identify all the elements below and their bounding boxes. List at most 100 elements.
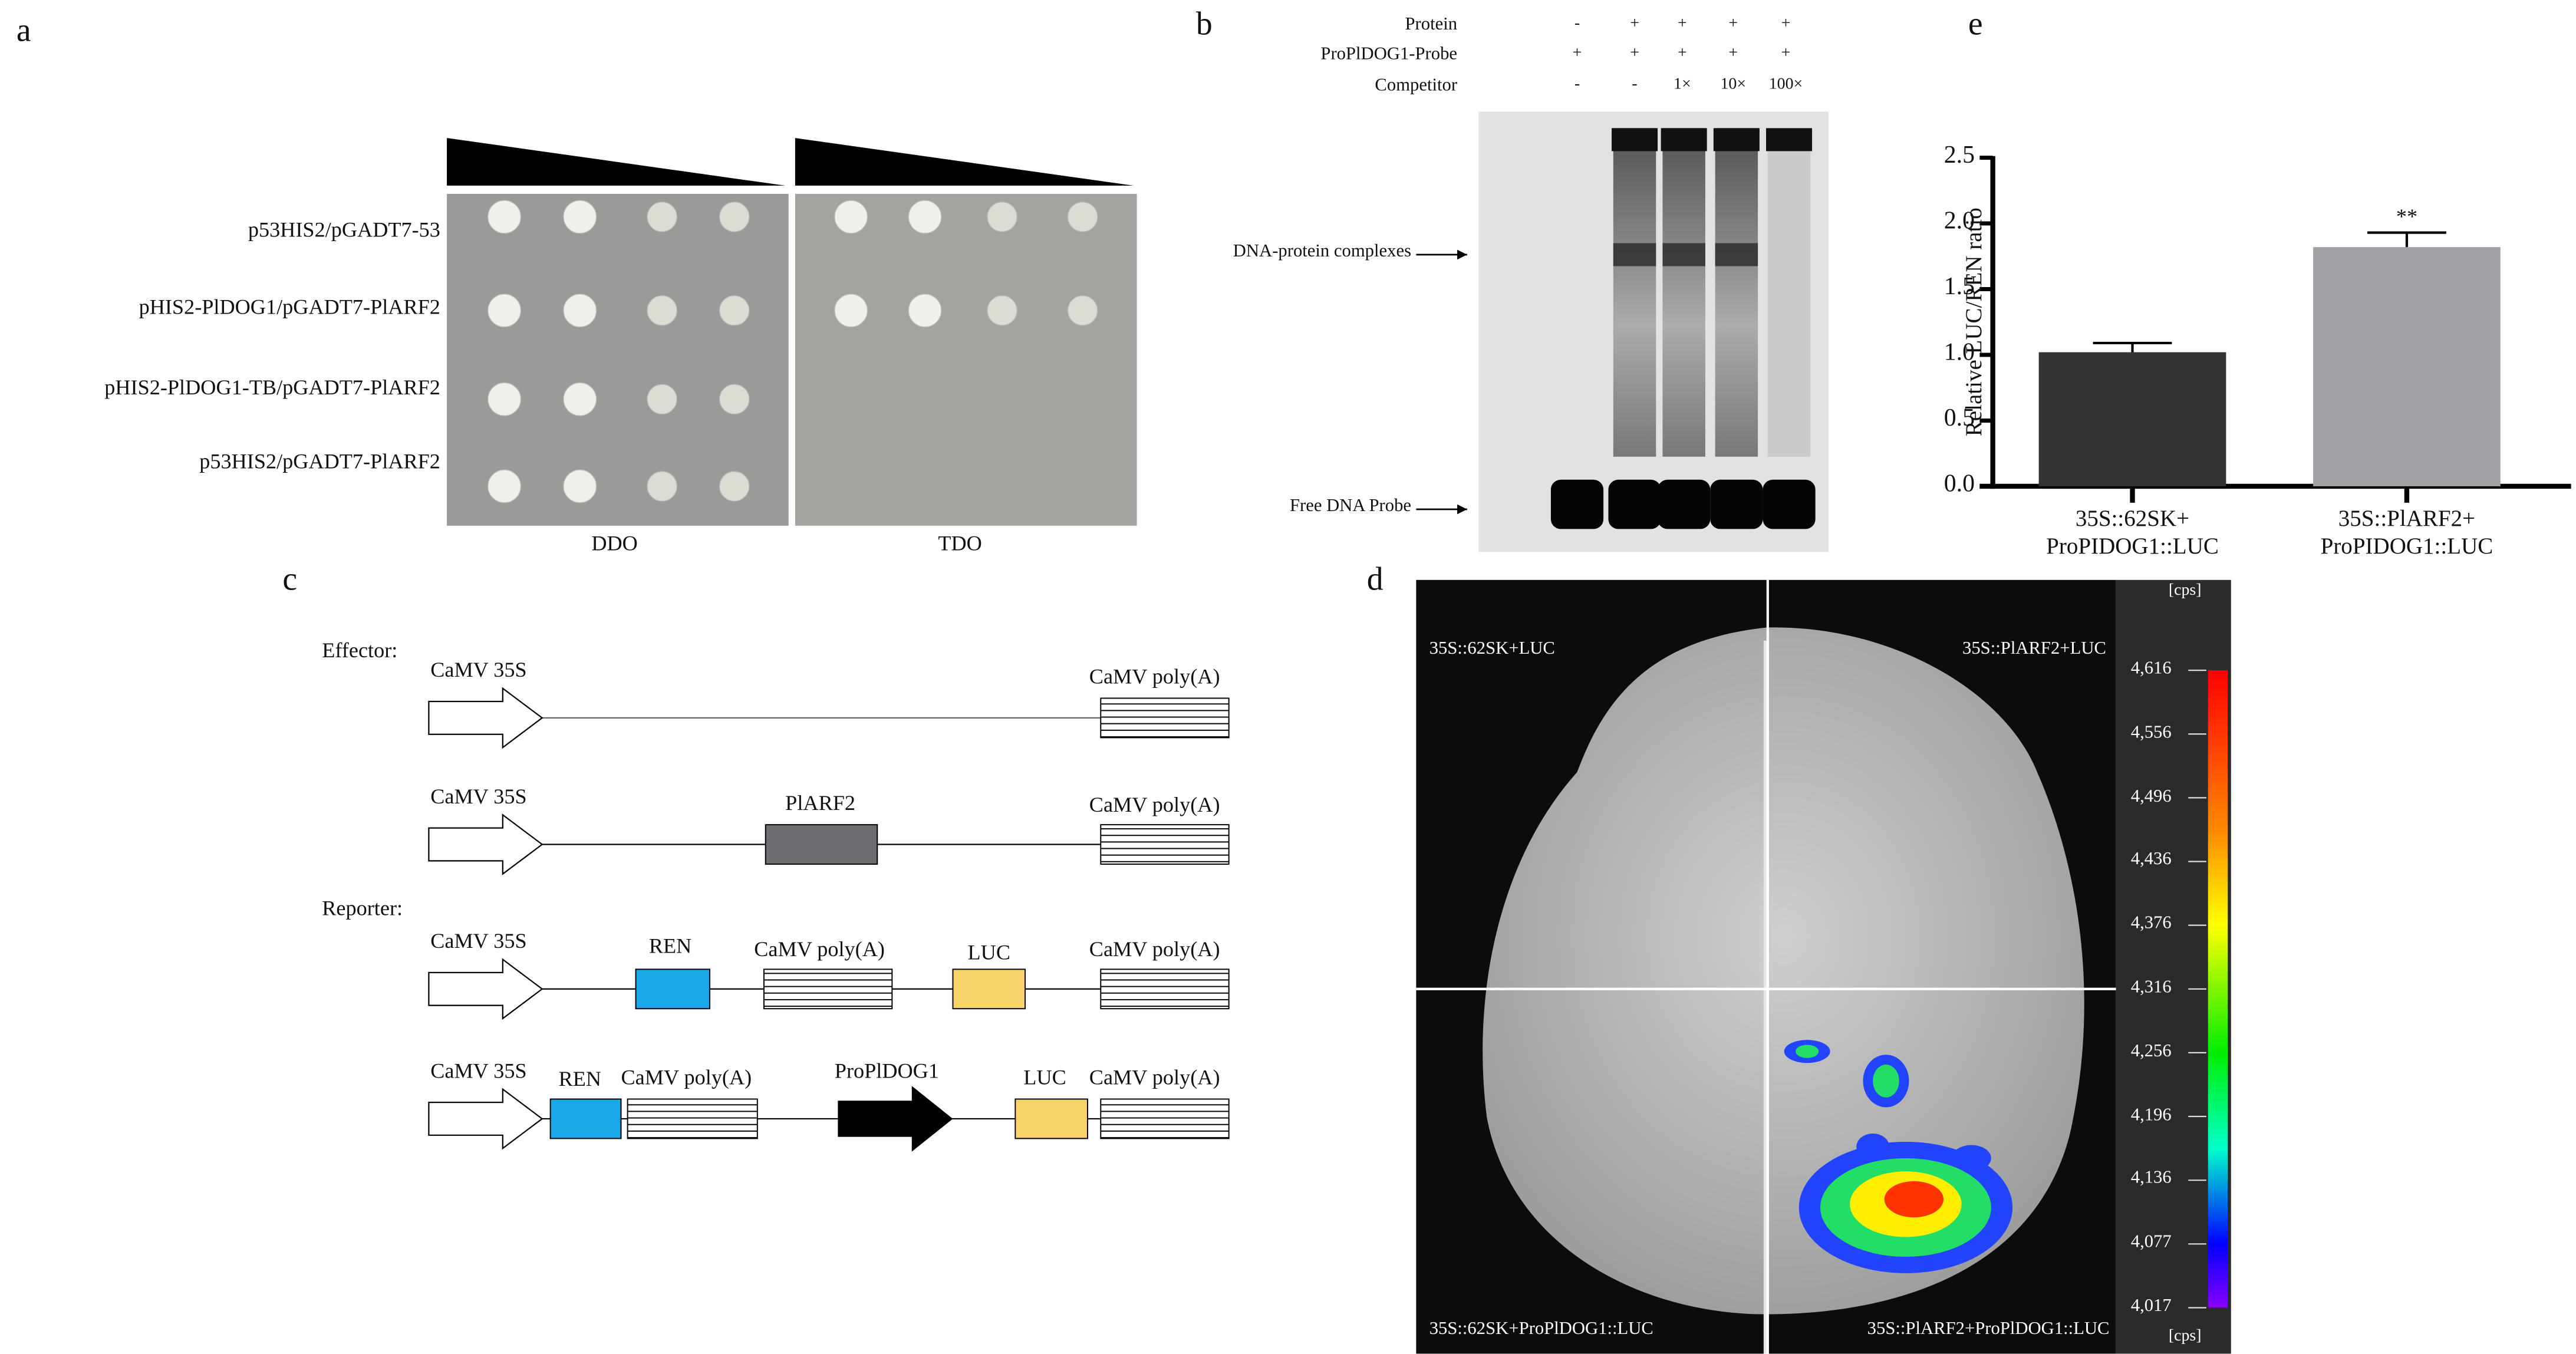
ren-box <box>549 1098 622 1139</box>
effector-label: Effector: <box>322 637 398 663</box>
panel-label-d: d <box>1366 562 1383 598</box>
polya-label: CaMV poly(A) <box>1089 792 1220 817</box>
dilution-triangle-ddo <box>447 138 786 186</box>
lane-marker: + <box>1728 15 1738 33</box>
plarf2-box <box>765 824 878 865</box>
promoter-arrow <box>428 1088 543 1150</box>
colorbar-tick-label: 4,436 <box>2130 849 2172 870</box>
free-probe-band <box>1763 479 1816 529</box>
lane-marker: + <box>1781 15 1791 33</box>
colorbar-tick-label: 4,616 <box>2130 658 2172 679</box>
bar <box>2038 352 2226 486</box>
label-free-probe: Free DNA Probe <box>1289 496 1412 516</box>
well-band <box>1766 128 1813 151</box>
y-tick-label: 1.0 <box>1943 340 1975 367</box>
unit-top: [cps] <box>2168 581 2202 600</box>
lane-marker: + <box>1630 44 1639 62</box>
promoter-label: CaMV 35S <box>430 657 527 682</box>
colorbar-tick-label: 4,017 <box>2130 1296 2172 1316</box>
row-label: pHIS2-PlDOG1/pGADT7-PlARF2 <box>139 294 440 319</box>
yeast-spot <box>647 471 677 502</box>
complex-band <box>1613 243 1656 266</box>
lane-marker: 100× <box>1768 75 1803 94</box>
complex-band <box>1662 243 1705 266</box>
quadrant-label: 35S::62SK+ProPlDOG1::LUC <box>1429 1319 1653 1339</box>
free-probe-band <box>1710 479 1763 529</box>
promoter-arrow <box>428 958 543 1020</box>
free-probe-band <box>1550 479 1604 529</box>
polya-label: CaMV poly(A) <box>1089 1064 1220 1089</box>
yeast-spot <box>987 295 1017 326</box>
plate-tdo <box>795 193 1137 526</box>
y-tick-label: 2.5 <box>1943 143 1975 170</box>
leaf <box>1483 627 2084 1315</box>
polya-box <box>1100 824 1230 865</box>
yeast-spot <box>563 382 597 416</box>
yeast-spot <box>908 200 942 234</box>
colorbar <box>2208 670 2228 1308</box>
proplDOG1-label: ProPlDOG1 <box>834 1057 939 1083</box>
x-tick-label: ProPIDOG1::LUC <box>2046 535 2219 561</box>
well-band <box>1612 128 1658 151</box>
y-tick-label: 0.0 <box>1943 471 1975 498</box>
ren-label: REN <box>648 933 692 958</box>
unit-bottom: [cps] <box>2168 1327 2202 1346</box>
y-tick-label: 2.0 <box>1943 208 1975 235</box>
quadrant-label: 35S::PlARF2+ProPlDOG1::LUC <box>1867 1319 2110 1339</box>
yeast-spot <box>647 384 677 415</box>
yeast-spot <box>987 202 1017 232</box>
promoter-arrow <box>428 813 543 875</box>
dilution-triangle-tdo <box>795 138 1134 186</box>
row-label: p53HIS2/pGADT7-53 <box>248 216 440 242</box>
well-band <box>1713 128 1760 151</box>
luc-box <box>952 968 1026 1010</box>
quadrant-label: 35S::PlARF2+LUC <box>1962 639 2106 659</box>
plarf2-label: PlARF2 <box>785 790 856 815</box>
quadrant-label: 35S::62SK+LUC <box>1429 639 1555 659</box>
yeast-spot <box>834 200 868 234</box>
colorbar-tick-label: 4,196 <box>2130 1105 2172 1125</box>
colorbar-tick-label: 4,496 <box>2130 786 2172 806</box>
polya-label: CaMV poly(A) <box>1089 936 1220 961</box>
polya-box <box>763 968 893 1010</box>
lane-marker: 10× <box>1720 75 1747 94</box>
lane-marker: - <box>1574 75 1580 94</box>
row-label-protein: Protein <box>1405 15 1458 35</box>
luc-label: LUC <box>1023 1064 1066 1089</box>
promoter-label: CaMV 35S <box>430 928 527 953</box>
lane-smear <box>1767 128 1811 457</box>
yeast-spot <box>647 202 677 232</box>
yeast-spot <box>647 295 677 326</box>
free-probe-band <box>1658 479 1711 529</box>
yeast-spot <box>563 200 597 234</box>
lane-marker: - <box>1574 15 1580 33</box>
lane-marker: + <box>1630 15 1639 33</box>
yeast-spot <box>1067 295 1098 326</box>
row-label: pHIS2-PlDOG1-TB/pGADT7-PlARF2 <box>104 374 440 400</box>
lane-marker: + <box>1572 44 1582 62</box>
yeast-spot <box>563 469 597 503</box>
yeast-spot <box>1067 202 1098 232</box>
complex-band <box>1715 243 1758 266</box>
polya-label: CaMV poly(A) <box>1089 663 1220 688</box>
luc-box <box>1014 1098 1088 1139</box>
proplDOG1-arrow <box>838 1086 953 1152</box>
panel-label-b: b <box>1195 6 1213 43</box>
yeast-spot <box>487 200 522 234</box>
ren-label: REN <box>558 1066 602 1091</box>
promoter-arrow <box>428 687 543 749</box>
panel-label-e: e <box>1968 6 1983 43</box>
polya-box <box>1100 968 1230 1010</box>
bar <box>2313 247 2501 486</box>
row-label-competitor: Competitor <box>1375 75 1458 95</box>
panel-label-a: a <box>16 13 31 50</box>
lane-smear <box>1613 128 1656 457</box>
yeast-spots <box>487 200 1098 503</box>
lane-marker: + <box>1781 44 1791 62</box>
colorbar-tick-label: 4,376 <box>2130 914 2172 934</box>
